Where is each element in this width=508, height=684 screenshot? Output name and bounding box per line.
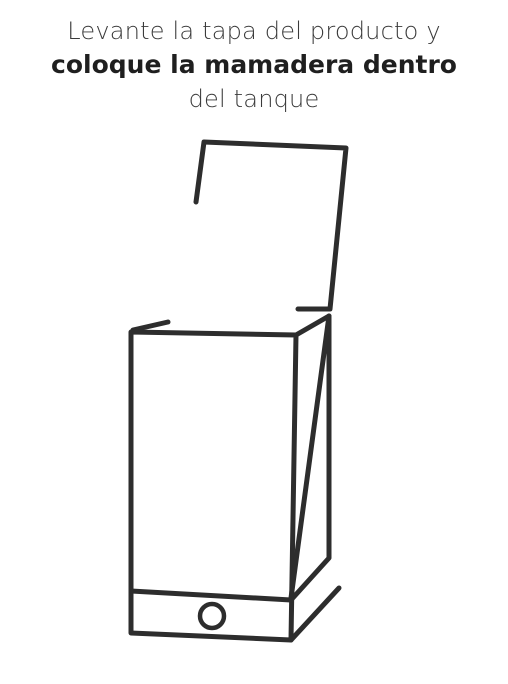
base-side-edge — [288, 585, 342, 643]
lid-outline — [193, 139, 349, 312]
body-side-face — [288, 313, 332, 603]
instruction-line-3: del tanque — [188, 85, 320, 113]
lid — [193, 139, 349, 312]
instruction-caption: Levante la tapa del producto y coloque l… — [0, 14, 508, 116]
base-top-line — [128, 588, 294, 603]
power-button-icon — [197, 601, 227, 631]
rear-top-edge — [130, 319, 171, 333]
side-diagonal-edge — [288, 313, 332, 601]
instruction-line-2: coloque la mamadera dentro — [51, 50, 457, 79]
instruction-line-1: Levante la tapa del producto y — [67, 17, 441, 45]
